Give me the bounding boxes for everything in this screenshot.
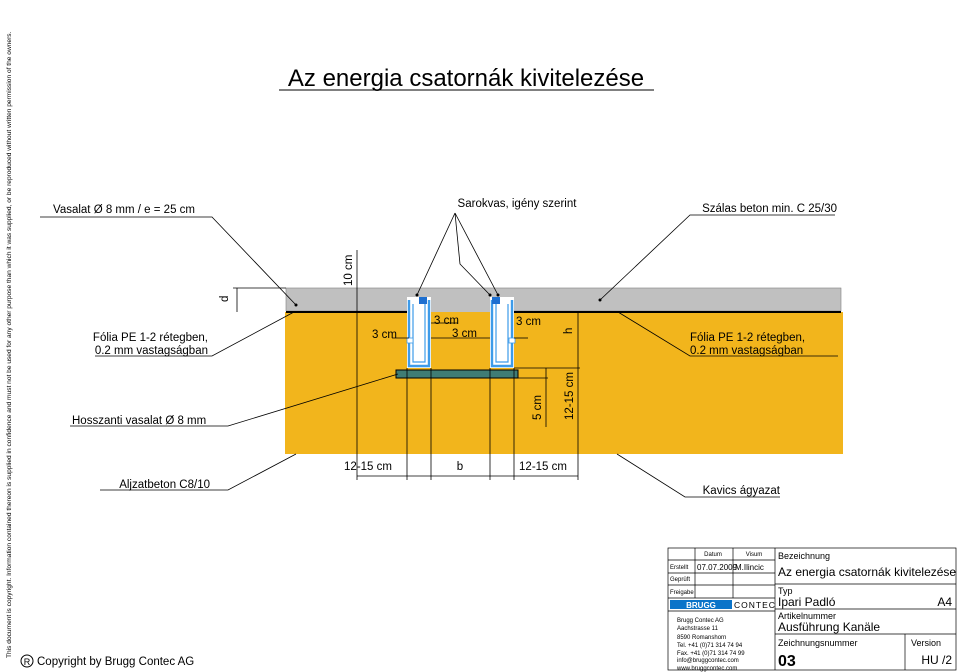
label-folia-left-2: 0.2 mm vastagságban bbox=[95, 345, 208, 357]
tb-typ-value: Ipari Padló bbox=[778, 595, 836, 609]
tb-street: Aachstrasse 11 bbox=[677, 626, 719, 632]
channel-profile-left bbox=[407, 300, 431, 368]
tb-zeichnungs-label: Zeichnungsnummer bbox=[778, 638, 858, 648]
leader-arrowheads bbox=[294, 293, 602, 307]
dim-10cm: 10 cm bbox=[343, 255, 355, 286]
title-block: Datum Visum Erstellt Geprüft Freigabe 07… bbox=[667, 547, 956, 672]
registered-mark-icon bbox=[20, 654, 34, 668]
rebar-connector-right bbox=[508, 337, 516, 344]
page-title: Az energia csatornák kivitelezése bbox=[288, 65, 644, 92]
label-folia-right-1: Fólia PE 1-2 rétegben, bbox=[690, 332, 805, 344]
dim-3cm-mid-top: 3 cm bbox=[434, 315, 459, 327]
registered-mark-letter: R bbox=[24, 657, 31, 667]
dim-5cm: 5 cm bbox=[532, 395, 544, 420]
side-note: This document is copyright. Information … bbox=[6, 31, 13, 658]
tb-erstellt-visum: M.Ilincic bbox=[735, 563, 764, 572]
tb-row-geprueft: Geprüft bbox=[670, 577, 690, 583]
tb-artikel-value: Ausführung Kanäle bbox=[778, 620, 880, 634]
company-logo-bar bbox=[670, 600, 732, 609]
base-plate bbox=[395, 369, 519, 379]
dim-12-15-right: 12-15 cm bbox=[519, 461, 567, 473]
middle-section-peak bbox=[431, 290, 490, 312]
label-folia-left-1: Fólia PE 1-2 rétegben, bbox=[93, 332, 208, 344]
middle-section-body bbox=[431, 312, 490, 368]
tb-col-date: Datum bbox=[704, 552, 722, 558]
tb-city: 8590 Romanshorn bbox=[677, 635, 726, 641]
dim-3cm-mid: 3 cm bbox=[452, 328, 477, 340]
dim-3cm-right: 3 cm bbox=[516, 316, 541, 328]
channel-cap-right bbox=[492, 297, 500, 304]
tb-email: info@bruggcontec.com bbox=[677, 658, 739, 664]
tb-version-value: HU /2 bbox=[921, 653, 952, 667]
dim-12-15-left: 12-15 cm bbox=[344, 461, 392, 473]
tb-version-label: Version bbox=[911, 638, 941, 648]
label-szalas-beton: Szálas beton min. C 25/30 bbox=[702, 203, 837, 215]
label-hosszanti: Hosszanti vasalat Ø 8 mm bbox=[72, 415, 206, 427]
label-folia-right-2: 0.2 mm vastagságban bbox=[690, 345, 803, 357]
dim-b: b bbox=[457, 461, 463, 473]
tb-bezeichnung-value: Az energia csatornák kivitelezése bbox=[778, 565, 956, 579]
label-aljzatbeton: Aljzatbeton C8/10 bbox=[119, 479, 210, 491]
tb-typ-label: Typ bbox=[778, 586, 793, 596]
copyright-text: Copyright by Brugg Contec AG bbox=[37, 656, 194, 668]
tb-zeichnungs-value: 03 bbox=[778, 653, 796, 670]
tb-format: A4 bbox=[937, 595, 952, 609]
tb-col-visum: Visum bbox=[746, 552, 763, 558]
tb-row-freigabe: Freigabe bbox=[670, 590, 694, 596]
dimension-lines bbox=[233, 250, 580, 480]
tb-web: www.bruggcontec.com bbox=[676, 666, 737, 672]
tb-fax: Fax. +41 (0)71 314 74 99 bbox=[677, 651, 745, 657]
dim-3cm-left: 3 cm bbox=[372, 329, 397, 341]
rebar-connector-left bbox=[406, 337, 414, 344]
tb-tel: Tel. +41 (0)71 314 74 94 bbox=[677, 643, 743, 649]
channel-profile-right bbox=[490, 300, 514, 368]
concrete-slab bbox=[285, 287, 842, 312]
channel-cavity-left bbox=[407, 297, 431, 368]
tb-row-erstellt: Erstellt bbox=[670, 565, 689, 571]
channel-cap-left bbox=[419, 297, 427, 304]
tb-erstellt-date: 07.07.2009 bbox=[697, 563, 738, 572]
label-kavics: Kavics ágyazat bbox=[703, 485, 781, 497]
tb-artikel-label: Artikelnummer bbox=[778, 611, 836, 621]
tb-bezeichnung-label: Bezeichnung bbox=[778, 551, 830, 561]
label-vasalat: Vasalat Ø 8 mm / e = 25 cm bbox=[53, 204, 195, 216]
company-logo-brugg: BRUGG bbox=[686, 601, 716, 610]
tb-company: Brugg Contec AG bbox=[677, 618, 724, 624]
subgrade-gravel bbox=[285, 312, 843, 454]
leader-lines bbox=[40, 212, 838, 498]
company-logo-contec: CONTEC bbox=[734, 600, 776, 610]
channel-cavity-right bbox=[490, 297, 514, 368]
dim-h: h bbox=[563, 328, 575, 334]
dim-12-15-vertical: 12-15 cm bbox=[564, 372, 576, 420]
dim-d: d bbox=[219, 296, 231, 302]
label-sarokvas: Sarokvas, igény szerint bbox=[458, 198, 578, 210]
